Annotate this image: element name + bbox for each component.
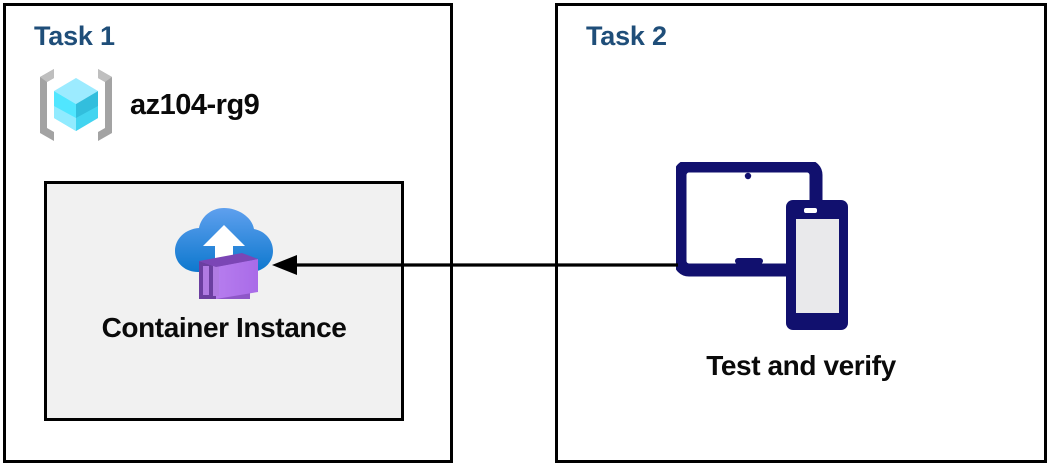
resource-group-row: az104-rg9	[36, 66, 260, 144]
task-2-title: Task 2	[586, 21, 667, 51]
test-and-verify-label: Test and verify	[706, 350, 896, 381]
container-instance-label: Container Instance	[101, 312, 347, 343]
task-1-panel: Task 1	[3, 3, 453, 463]
resource-group-label: az104-rg9	[130, 88, 260, 121]
container-instance-box: Container Instance	[44, 181, 404, 421]
task-2-panel: Task 2	[555, 3, 1047, 463]
task-1-title: Task 1	[34, 21, 115, 51]
azure-resource-group-icon	[36, 66, 116, 144]
